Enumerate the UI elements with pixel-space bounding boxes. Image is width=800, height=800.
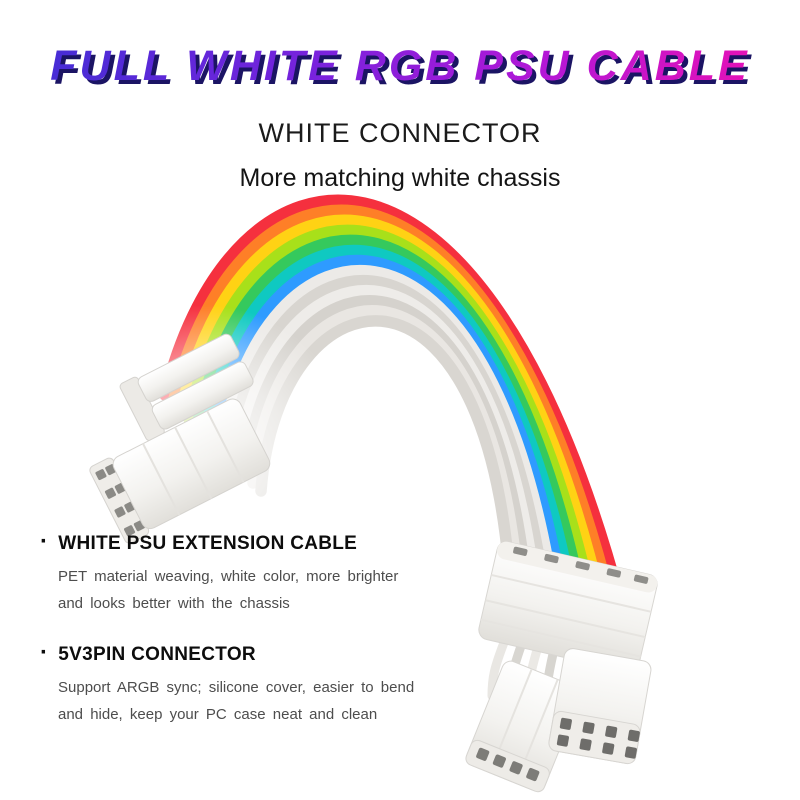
- top-slots: [513, 546, 649, 584]
- bullet-icon: ·: [40, 528, 49, 555]
- bottom-left-connector: [465, 660, 582, 793]
- page-title: FULL WHITE RGB PSU CABLE: [0, 42, 800, 91]
- feature-list: · WHITE PSU EXTENSION CABLE PET material…: [40, 528, 470, 754]
- bullet-icon: ·: [40, 639, 49, 666]
- feature-description-line: and looks better with the chassis: [58, 595, 290, 612]
- feature-description-line: and hide, keep your PC case neat and cle…: [58, 706, 378, 723]
- pin-holes: [476, 747, 540, 782]
- right-connector-block: [478, 541, 658, 673]
- left-lower-connector: [89, 398, 271, 544]
- feature-heading: · WHITE PSU EXTENSION CABLE: [40, 528, 470, 555]
- feature-description: PET material weaving, white color, more …: [40, 563, 470, 617]
- feature-description: Support ARGB sync; silicone cover, easie…: [40, 674, 470, 728]
- tagline: More matching white chassis: [239, 164, 561, 192]
- pin-holes: [556, 717, 640, 759]
- feature-5v3pin-connector: · 5V3PIN CONNECTOR Support ARGB sync; si…: [40, 639, 470, 728]
- subtitle-white-connector: WHITE CONNECTOR: [258, 118, 542, 148]
- feature-heading-label: WHITE PSU EXTENSION CABLE: [58, 533, 358, 554]
- feature-description-line: Support ARGB sync; silicone cover, easie…: [58, 679, 415, 696]
- feature-heading-label: 5V3PIN CONNECTOR: [58, 644, 256, 665]
- feature-heading: · 5V3PIN CONNECTOR: [40, 639, 470, 666]
- left-upper-connector: [119, 333, 254, 442]
- bottom-right-connector: [548, 648, 652, 765]
- feature-extension-cable: · WHITE PSU EXTENSION CABLE PET material…: [40, 528, 470, 617]
- feature-description-line: PET material weaving, white color, more …: [58, 568, 399, 585]
